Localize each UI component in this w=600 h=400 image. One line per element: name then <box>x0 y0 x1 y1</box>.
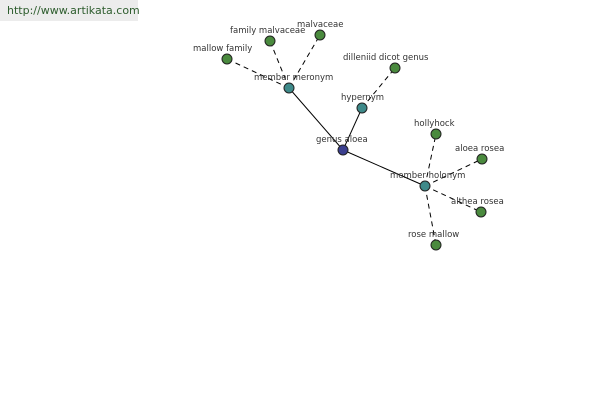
node-aloea-rosea[interactable] <box>476 153 488 165</box>
label-mallow-family: mallow family <box>193 44 252 54</box>
node-malvaceae[interactable] <box>314 29 326 41</box>
edge-member-meronym-to-malvaceae <box>288 34 321 89</box>
node-member-holonym[interactable] <box>419 180 431 192</box>
graph-nodes <box>221 29 488 251</box>
label-malvaceae: malvaceae <box>297 20 343 30</box>
node-genus-aloea[interactable] <box>337 144 349 156</box>
edge-genus-aloea-to-hypernym <box>342 107 363 151</box>
edge-member-holonym-to-aloea-rosea <box>424 158 483 187</box>
label-member-meronym: member meronym <box>254 73 333 83</box>
node-dilleniid-dicot-genus[interactable] <box>389 62 401 74</box>
node-mallow-family[interactable] <box>221 53 233 65</box>
edge-genus-aloea-to-member-meronym <box>288 87 344 151</box>
label-family-malvaceae: family malvaceae <box>230 26 305 36</box>
label-dilleniid-dicot-genus: dilleniid dicot genus <box>343 53 429 63</box>
edge-member-meronym-to-mallow-family <box>226 58 290 89</box>
node-family-malvaceae[interactable] <box>264 35 276 47</box>
node-hypernym[interactable] <box>356 102 368 114</box>
edge-member-holonym-to-althea-rosea <box>424 185 482 213</box>
node-althea-rosea[interactable] <box>475 206 487 218</box>
graph-labels: genus aloea member meronym hypernym member … <box>193 20 504 240</box>
label-rose-mallow: rose mallow <box>408 230 459 240</box>
node-hollyhock[interactable] <box>430 128 442 140</box>
label-hollyhock: hollyhock <box>414 119 455 129</box>
edge-genus-aloea-to-member-holonym <box>342 149 426 187</box>
node-member-meronym[interactable] <box>283 82 295 94</box>
edge-member-holonym-to-rose-mallow <box>424 185 437 246</box>
label-althea-rosea: althea rosea <box>451 197 504 207</box>
node-rose-mallow[interactable] <box>430 239 442 251</box>
label-genus-aloea: genus aloea <box>316 135 368 145</box>
graph-edges <box>226 34 483 246</box>
label-aloea-rosea: aloea rosea <box>455 144 504 154</box>
watermark-url: http://www.artikata.com <box>0 0 140 21</box>
label-member-holonym: member holonym <box>390 171 465 181</box>
label-hypernym: hypernym <box>341 93 384 103</box>
